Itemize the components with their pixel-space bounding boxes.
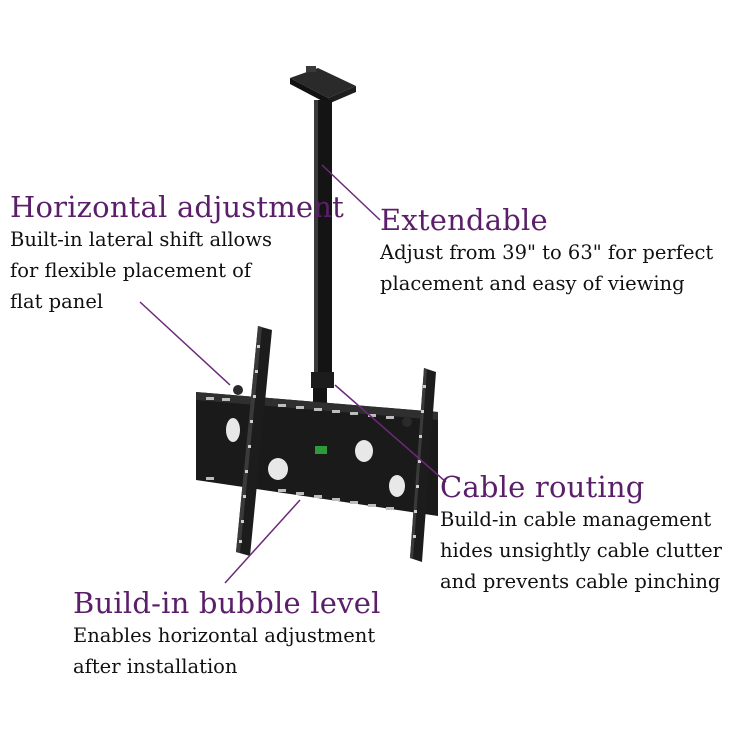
callout-desc-line: Adjust from 39" to 63" for perfect	[380, 241, 714, 264]
callout-title: Build-in bubble level	[73, 586, 381, 620]
bracket-slots-top	[206, 397, 394, 419]
callout-desc-line: Built-in lateral shift allows	[10, 228, 272, 251]
callout-title: Cable routing	[440, 470, 645, 504]
callout-bubble-level: Build-in bubble level Enables horizontal…	[73, 586, 381, 682]
callout-title: Horizontal adjustment	[10, 190, 344, 224]
callout-desc-line: and prevents cable pinching	[440, 570, 721, 593]
callout-desc-line: Enables horizontal adjustment	[73, 624, 376, 647]
leader-line-cable	[334, 384, 447, 483]
callout-cable-routing: Cable routing Build-in cable management …	[440, 470, 722, 597]
leader-line-bubble	[224, 499, 301, 584]
callout-desc-line: flat panel	[10, 290, 104, 313]
callout-desc-line: Build-in cable management	[440, 508, 712, 531]
callout-title: Extendable	[380, 203, 548, 237]
callout-extendable: Extendable Adjust from 39" to 63" for pe…	[380, 203, 713, 299]
vesa-holes	[226, 418, 405, 497]
leader-line-extendable	[321, 164, 381, 221]
callout-horizontal-adjustment: Horizontal adjustment Built-in lateral s…	[10, 190, 344, 317]
bracket-slots-bottom	[206, 477, 394, 510]
callout-desc-line: hides unsightly cable clutter	[440, 539, 722, 562]
mount-bracket	[196, 392, 438, 516]
callout-desc-line: for flexible placement of	[10, 259, 252, 282]
right-vertical-arm	[402, 368, 436, 562]
leader-lines	[139, 164, 447, 584]
callout-desc-line: after installation	[73, 655, 238, 678]
callout-desc-line: placement and easy of viewing	[380, 272, 685, 295]
left-vertical-arm	[233, 326, 272, 556]
leader-line-horizontal	[139, 301, 231, 386]
ceiling-plate	[290, 66, 356, 104]
